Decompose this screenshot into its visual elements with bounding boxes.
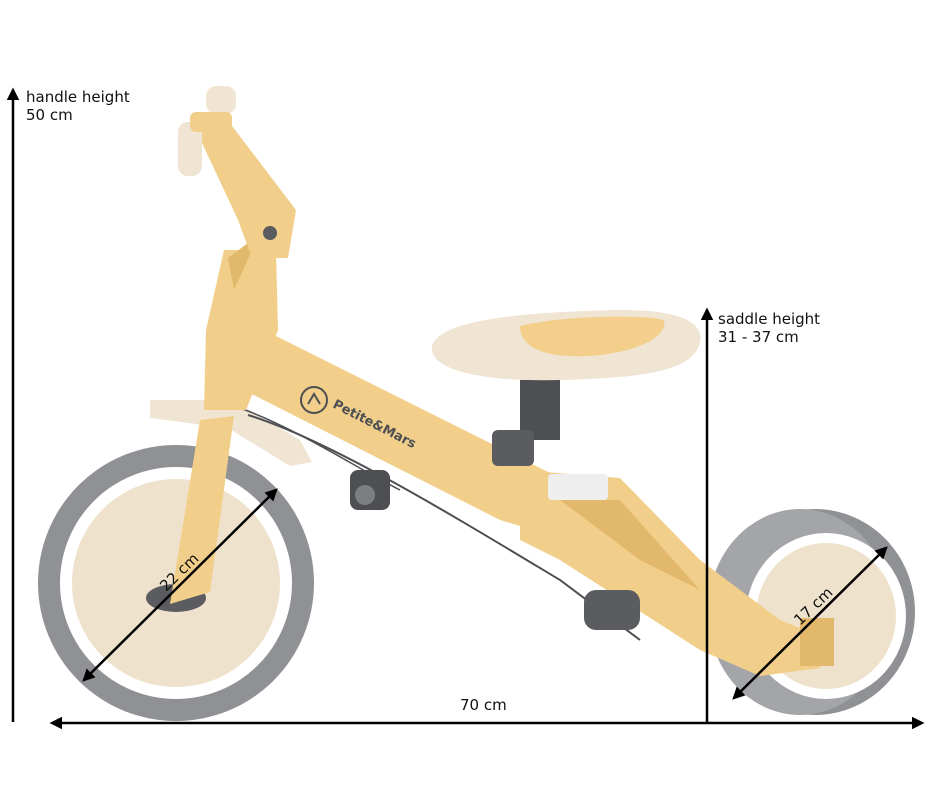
handle-grip-front <box>178 122 202 176</box>
saddle-height-title: saddle height <box>718 310 821 328</box>
down-tube <box>244 320 560 538</box>
handlebar-arm <box>196 118 296 258</box>
brand-mark-icon <box>300 386 328 414</box>
head-shade <box>228 210 292 290</box>
rear-arm-shade <box>560 500 700 590</box>
brake-cable <box>247 414 641 641</box>
seat-clamp <box>492 430 534 466</box>
front-mudguard <box>150 400 312 466</box>
rear-wheel-diameter-arrow <box>732 546 888 700</box>
latch <box>548 474 608 500</box>
front-wheel-diameter-arrow <box>82 488 278 682</box>
handle-clamp <box>190 112 232 132</box>
total-length-label: 70 cm <box>460 696 507 714</box>
handlebar-bolt <box>263 226 277 240</box>
pedal-axle <box>355 485 375 505</box>
handle-height-value: 50 cm <box>26 106 73 124</box>
rear-pedal <box>584 590 640 630</box>
handle-grip-back <box>206 86 236 114</box>
saddle-pad <box>520 316 665 357</box>
handle-height-title: handle height <box>26 88 130 106</box>
saddle-height-value: 31 - 37 cm <box>718 328 799 346</box>
